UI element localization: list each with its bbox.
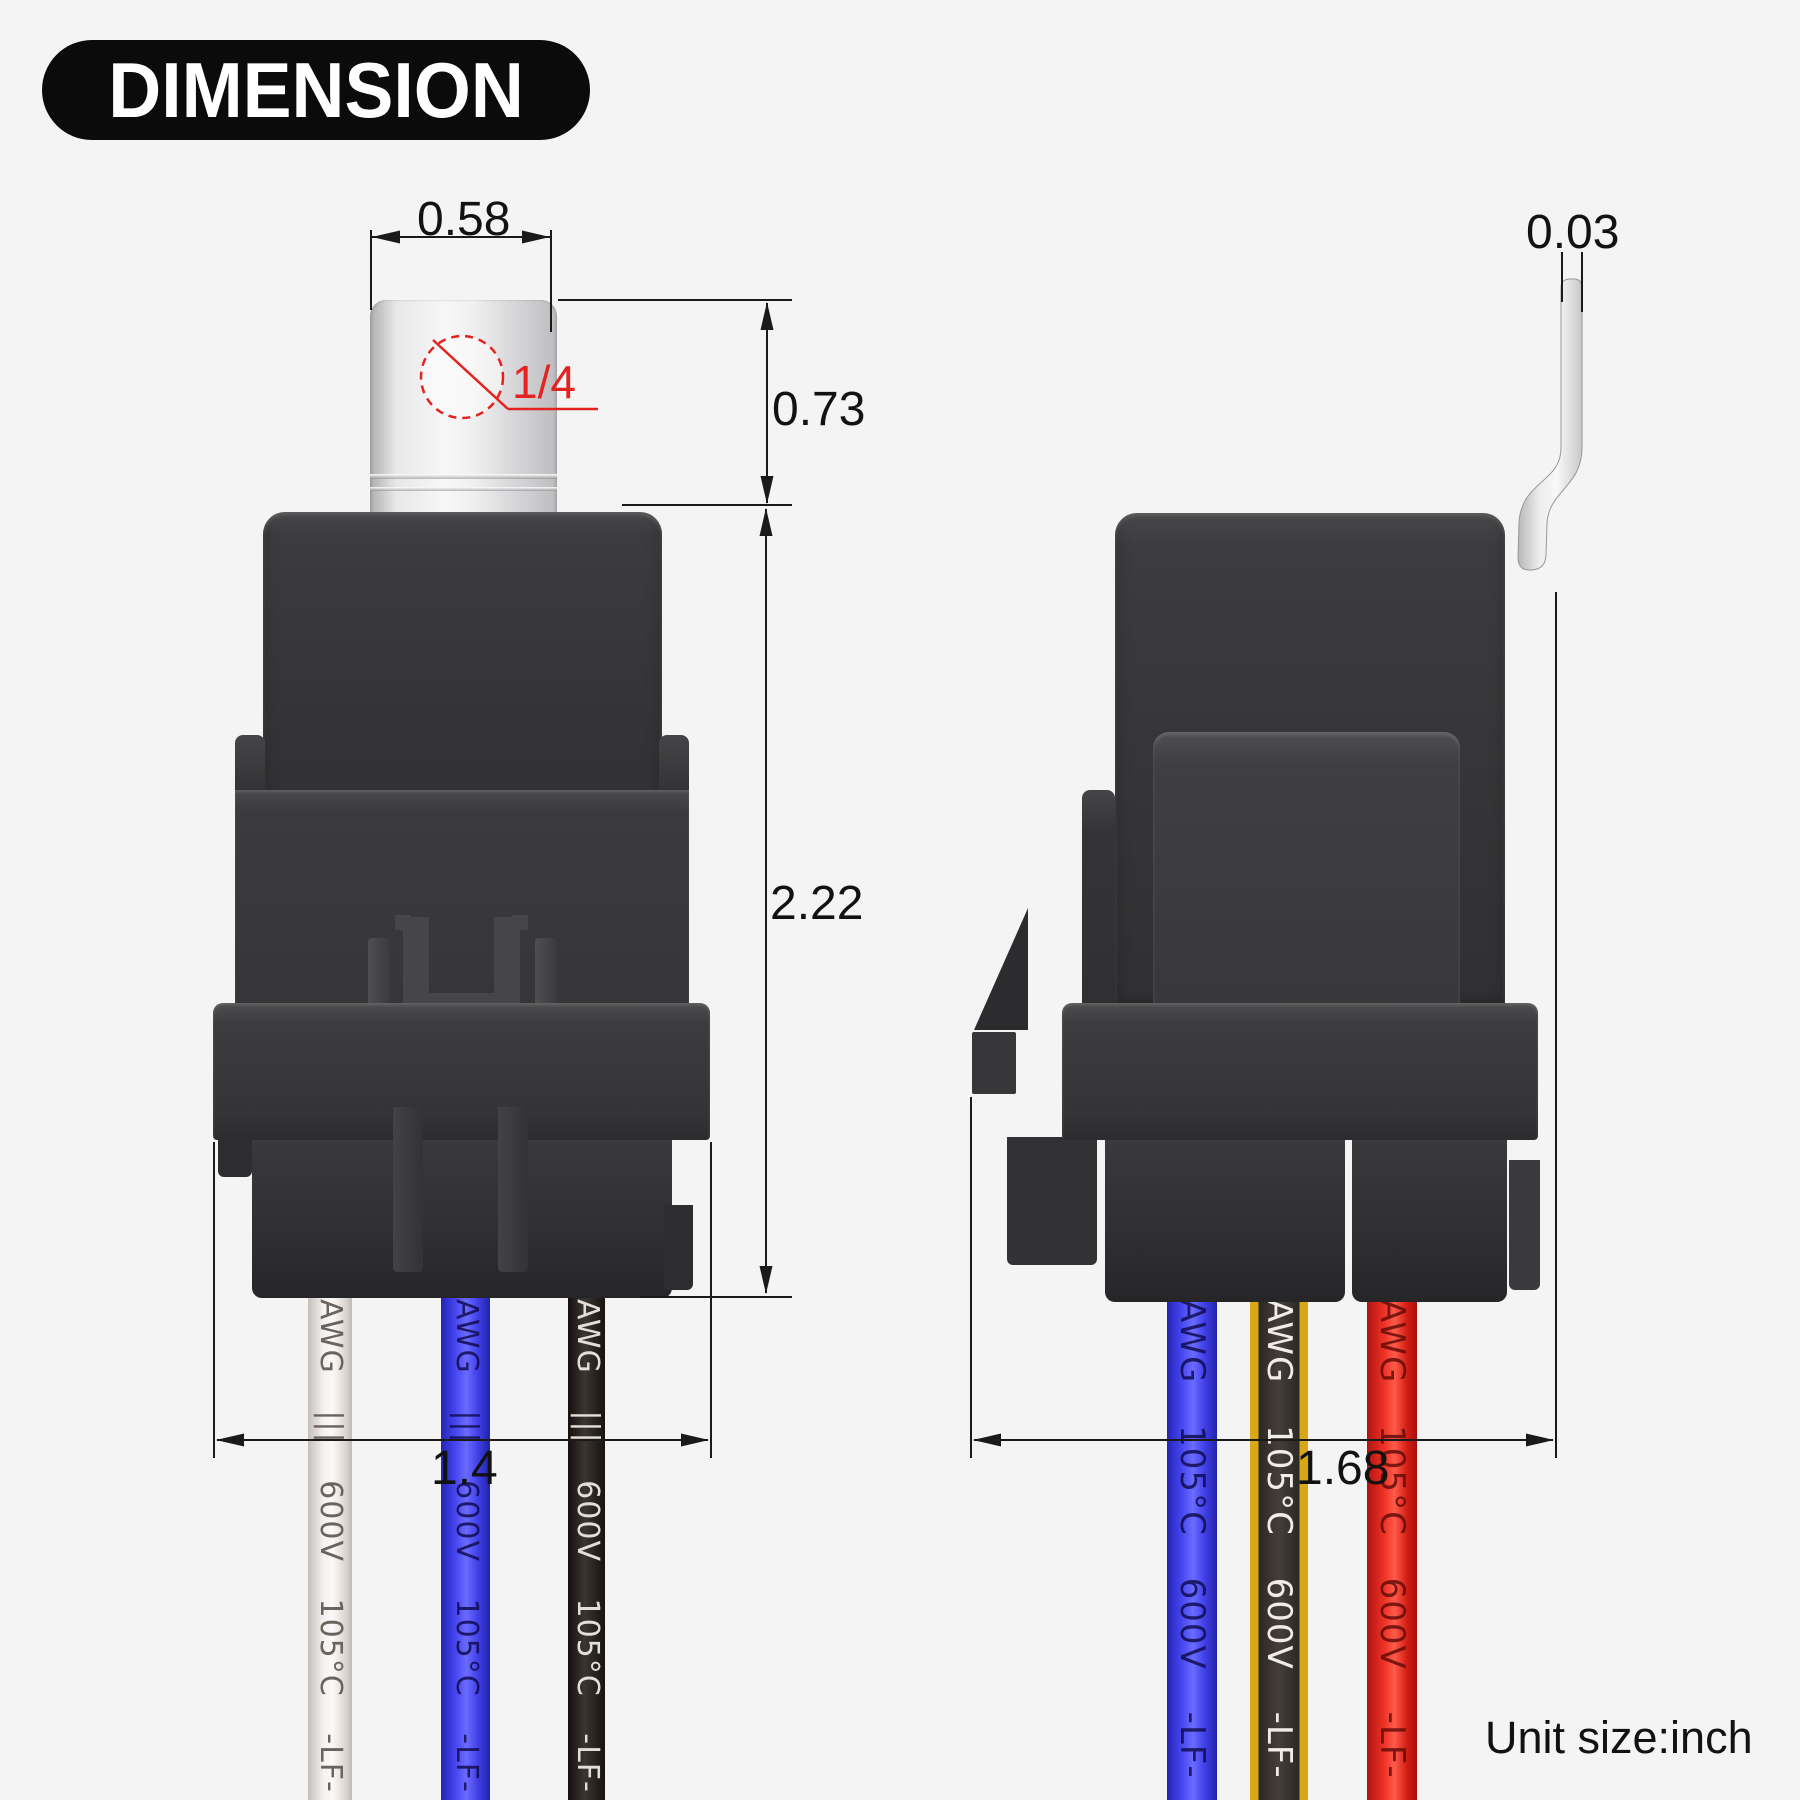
dim-front-width: 1.4 (431, 1442, 498, 1495)
mounting-clip-base (972, 1032, 1016, 1094)
front-view-white-wire: AWG ||| 600V 105°C -LF- 60 (308, 1293, 352, 1800)
socket-collar (213, 1003, 710, 1140)
blue-wire-print: AWG 105°C 600V -LF- 105°C (1172, 1299, 1212, 1800)
white-wire-print: AWG ||| 600V 105°C -LF- 60 (313, 1299, 348, 1800)
blue-wire-print: AWG ||| 600V 105°C -LF- 60 (448, 1299, 484, 1800)
relay-body (263, 512, 662, 842)
socket-base-side-a (1105, 1137, 1345, 1302)
dim-tab-width: 0.58 (417, 193, 511, 246)
socket-wall-side (1082, 790, 1115, 1005)
yellow-black-wire-print: AWG 105°C 600V -LF- 105°C (1259, 1299, 1299, 1800)
dim-bracket-thickness: 0.03 (1526, 206, 1620, 259)
tab-ridge (370, 474, 557, 479)
red-wire-print: AWG 105°C 600V -LF- 105°C (1372, 1299, 1412, 1800)
side-view-yellow-black-wire: AWG 105°C 600V -LF- 105°C (1250, 1293, 1308, 1800)
socket-collar-side (1062, 1003, 1538, 1140)
front-view-blue-wire: AWG ||| 600V 105°C -LF- 60 (441, 1293, 490, 1800)
title-badge: DIMENSION (42, 40, 590, 140)
latch-leg-left (393, 1107, 423, 1272)
black-wire-print: AWG ||| 600V 105°C -LF- 60 (569, 1299, 605, 1800)
dim-hole-diameter: 1/4 (512, 356, 576, 408)
metal-bracket (1517, 278, 1583, 571)
tab-ridge (370, 487, 557, 491)
base-box-left (1007, 1137, 1097, 1265)
socket-base-side-b (1352, 1137, 1507, 1302)
dim-tab-height: 0.73 (772, 383, 866, 436)
dim-body-height: 2.22 (770, 877, 864, 930)
base-foot-right (664, 1205, 693, 1290)
dim-side-width: 1.68 (1296, 1442, 1390, 1495)
connector-lobe (1153, 732, 1460, 1010)
socket-base (252, 1137, 672, 1298)
side-view-red-wire: AWG 105°C 600V -LF- 105°C (1367, 1293, 1417, 1800)
front-view-black-wire: AWG ||| 600V 105°C -LF- 60 (568, 1293, 605, 1800)
side-view-blue-wire: AWG 105°C 600V -LF- 105°C (1167, 1293, 1217, 1800)
base-foot-left (218, 1137, 252, 1177)
page-title: DIMENSION (108, 45, 524, 134)
socket-front-wall (235, 790, 689, 1005)
unit-note: Unit size:inch (1485, 1712, 1753, 1763)
base-sliver-right (1509, 1160, 1540, 1290)
mounting-clip-triangle (974, 908, 1028, 1030)
latch-leg-right (498, 1107, 528, 1272)
